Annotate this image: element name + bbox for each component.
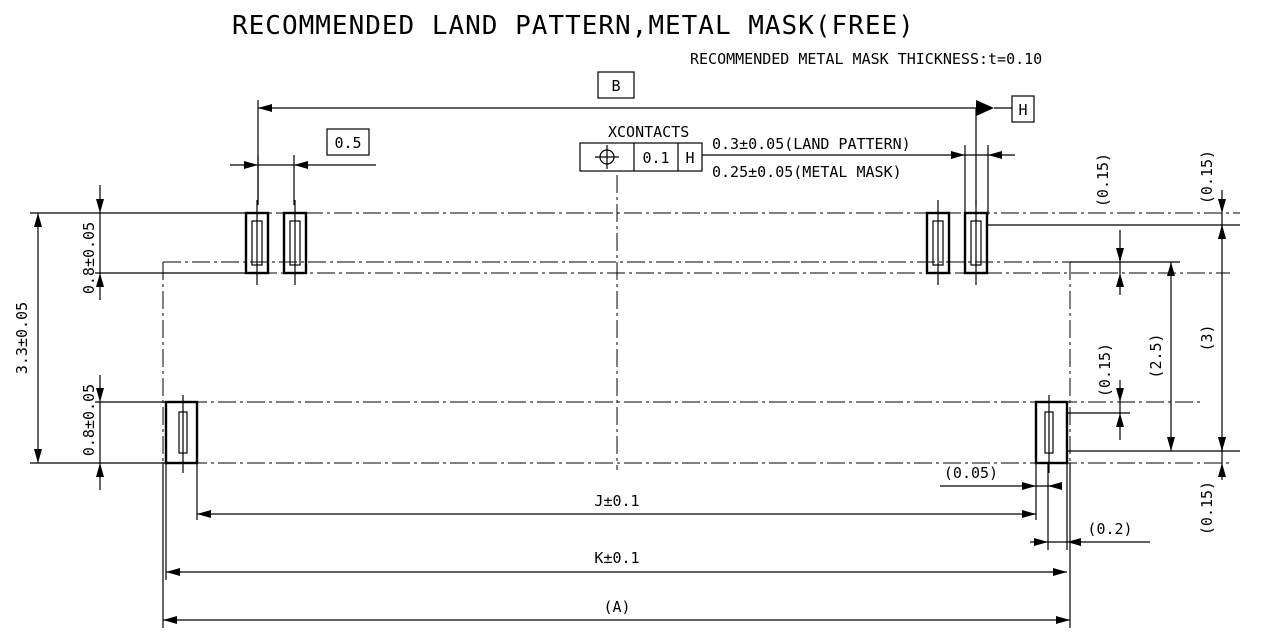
j-label: J±0.1 — [594, 492, 639, 510]
dimension-top-land-length — [95, 185, 246, 300]
datum-h-frame — [1011, 95, 1035, 123]
gap-mid-label: (0.15) — [1096, 343, 1114, 397]
a-label: (A) — [603, 598, 630, 616]
dimension-offset-005 — [940, 482, 1062, 490]
dimension-k — [165, 463, 1067, 580]
datum-b-label: B — [611, 77, 620, 95]
land-width-label: 0.3±0.05(LAND PATTERN) — [712, 135, 911, 153]
span-2-5-label: (2.5) — [1147, 333, 1165, 378]
span-3-label: (3) — [1198, 324, 1216, 351]
k-label: K±0.1 — [594, 549, 639, 567]
dimension-bottom-land-length — [95, 375, 166, 490]
dimension-gap-mid — [1067, 380, 1130, 440]
bottom-right-pad — [1034, 395, 1069, 550]
top-left-pads — [244, 200, 308, 285]
gap-top-a-label: (0.15) — [1094, 153, 1112, 207]
position-tol-value: 0.1 — [642, 149, 669, 167]
dimension-b — [257, 100, 1012, 205]
dimension-span-3 — [1218, 225, 1226, 451]
drawing-title: RECOMMENDED LAND PATTERN,METAL MASK(FREE… — [232, 11, 915, 41]
dimension-gap-bottom — [1218, 437, 1226, 480]
gap-top-b-label: (0.15) — [1198, 150, 1216, 204]
datum-b-frame — [597, 71, 635, 99]
pitch-label: 0.5 — [334, 134, 361, 152]
dimension-span-2-5 — [1070, 261, 1180, 451]
land-width-leader — [702, 145, 1015, 215]
position-datum: H — [685, 149, 694, 167]
dimension-j — [197, 510, 1036, 518]
top-right-pads — [925, 200, 989, 285]
position-tolerance-frame — [579, 142, 703, 172]
pitch-frame — [326, 128, 370, 156]
offset-02-label: (0.2) — [1087, 520, 1132, 538]
mask-width-label: 0.25±0.05(METAL MASK) — [712, 163, 902, 181]
dimension-overall-height — [30, 212, 246, 464]
gap-bottom-label: (0.15) — [1198, 481, 1216, 535]
datum-h-label: H — [1018, 101, 1027, 119]
overall-height-label: 3.3±0.05 — [13, 302, 31, 374]
pitch-dimension — [230, 155, 376, 205]
dimension-offset-02 — [1030, 538, 1150, 546]
offset-005-label: (0.05) — [944, 464, 998, 482]
top-land-length-label: 0.8±0.05 — [80, 222, 98, 294]
dimension-a — [162, 463, 1071, 628]
bottom-land-length-label: 0.8±0.05 — [80, 384, 98, 456]
bottom-left-pad — [164, 395, 199, 520]
drawing-subtitle: RECOMMENDED METAL MASK THICKNESS:t=0.10 — [690, 50, 1042, 68]
contacts-label: XCONTACTS — [608, 123, 689, 141]
